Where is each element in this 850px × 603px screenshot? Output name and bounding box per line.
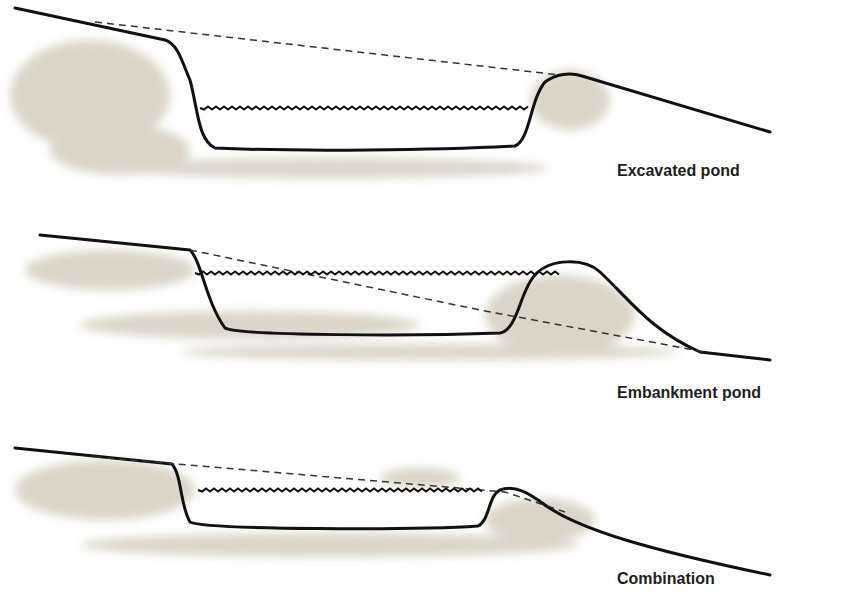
original-ground-line xyxy=(95,22,705,512)
soil-shading xyxy=(10,40,680,557)
pond-type-label: Embankment pond xyxy=(617,384,761,402)
pond-type-label: Combination xyxy=(617,570,715,588)
pond-type-label: Excavated pond xyxy=(617,162,740,180)
water-surface xyxy=(195,107,559,492)
water-line xyxy=(195,272,559,275)
water-line xyxy=(198,489,482,492)
ground-profile xyxy=(15,8,770,575)
water-line xyxy=(200,107,528,110)
